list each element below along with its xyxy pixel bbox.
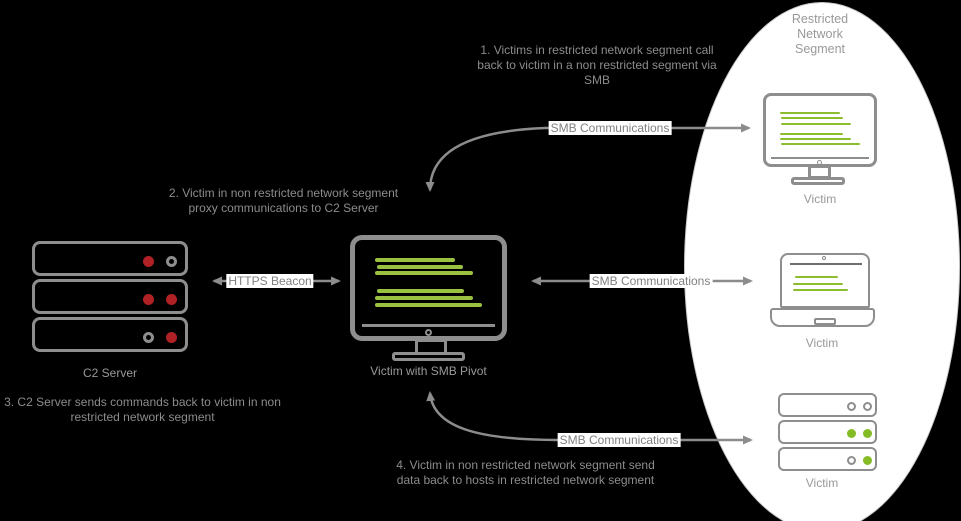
smb-bottom-arrow bbox=[426, 391, 753, 445]
code-line bbox=[781, 117, 843, 119]
led-indicator bbox=[863, 402, 872, 411]
annotation-step1: 1. Victims in restricted network segment… bbox=[477, 43, 717, 87]
led-indicator bbox=[847, 429, 856, 438]
victim-desktop-icon bbox=[763, 93, 877, 167]
power-light-icon bbox=[817, 160, 822, 165]
led-indicator bbox=[847, 402, 856, 411]
bezel-line bbox=[362, 324, 495, 327]
server-rack-unit bbox=[778, 393, 877, 417]
code-line bbox=[793, 283, 843, 285]
smb-pivot-monitor-icon bbox=[350, 235, 507, 341]
code-line bbox=[793, 289, 848, 291]
code-line bbox=[780, 112, 840, 114]
code-line bbox=[780, 138, 851, 140]
led-indicator bbox=[863, 429, 872, 438]
code-line bbox=[377, 265, 463, 269]
code-line bbox=[375, 296, 473, 300]
victim-server-icon bbox=[778, 393, 877, 471]
code-line bbox=[795, 276, 838, 278]
bezel-line bbox=[790, 263, 862, 265]
code-line bbox=[375, 258, 455, 262]
laptop-body bbox=[770, 308, 875, 327]
smb-top-arrow bbox=[425, 123, 751, 192]
annotation-step3: 3. C2 Server sends commands back to vict… bbox=[4, 395, 281, 424]
https-beacon-label: HTTPS Beacon bbox=[226, 274, 314, 288]
led-indicator bbox=[847, 456, 856, 465]
c2-server-label: C2 Server bbox=[82, 366, 138, 380]
server-rack-unit bbox=[778, 420, 877, 444]
server-rack-unit bbox=[32, 317, 188, 352]
code-line bbox=[375, 271, 473, 275]
bezel-line bbox=[771, 157, 869, 159]
code-line bbox=[780, 133, 843, 135]
smb-bottom-label: SMB Communications bbox=[557, 433, 681, 447]
power-light-icon bbox=[425, 329, 432, 336]
led-indicator bbox=[166, 294, 177, 305]
victim-desktop-label: Victim bbox=[803, 192, 837, 206]
code-line bbox=[781, 123, 851, 125]
camera-dot-icon bbox=[822, 256, 826, 260]
victim-laptop-label: Victim bbox=[805, 336, 839, 350]
smb-pivot-label: Victim with SMB Pivot bbox=[370, 364, 487, 378]
code-line bbox=[375, 303, 482, 307]
monitor-base bbox=[791, 177, 845, 185]
led-indicator bbox=[166, 332, 177, 343]
smb-top-label: SMB Communications bbox=[548, 121, 672, 135]
laptop-trackpad bbox=[814, 318, 836, 325]
monitor-base bbox=[392, 352, 465, 361]
smb-middle-label: SMB Communications bbox=[589, 274, 713, 288]
victim-laptop-icon bbox=[780, 253, 870, 308]
led-indicator bbox=[863, 456, 872, 465]
led-indicator bbox=[143, 256, 154, 267]
led-indicator bbox=[143, 294, 154, 305]
server-rack-unit bbox=[32, 279, 188, 314]
server-rack-unit bbox=[32, 241, 188, 276]
led-indicator bbox=[166, 256, 177, 267]
victim-server-label: Victim bbox=[805, 476, 839, 490]
annotation-step2: 2. Victim in non restricted network segm… bbox=[168, 186, 399, 215]
annotation-step4: 4. Victim in non restricted network segm… bbox=[396, 458, 655, 487]
led-indicator bbox=[143, 332, 154, 343]
code-line bbox=[377, 289, 464, 293]
restricted-segment-title: Restricted Network Segment bbox=[791, 12, 849, 56]
code-line bbox=[781, 143, 860, 145]
c2-server-icon bbox=[32, 241, 188, 353]
server-rack-unit bbox=[778, 447, 877, 471]
